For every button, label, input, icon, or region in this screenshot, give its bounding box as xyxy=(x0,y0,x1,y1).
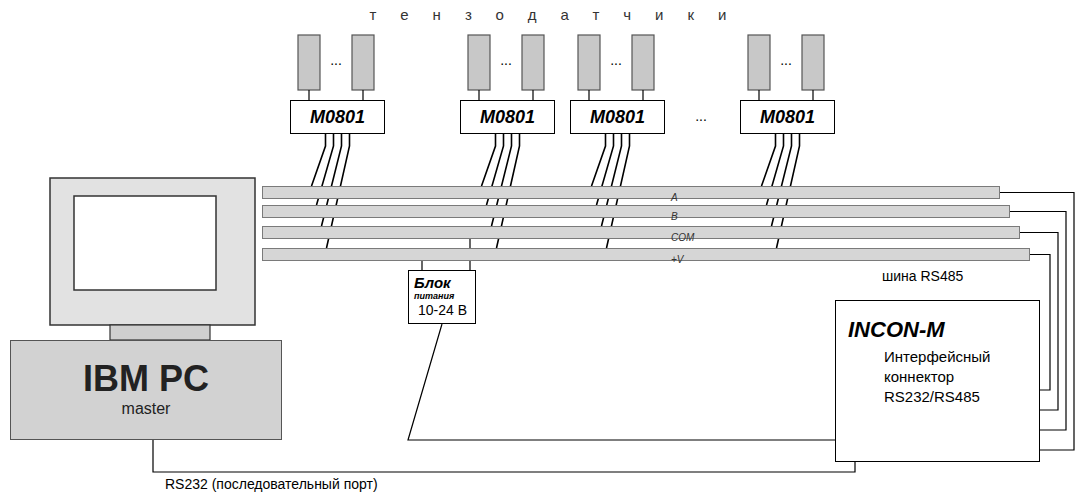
gauge-lead xyxy=(532,90,533,100)
node-text: M0801 xyxy=(465,106,550,128)
bus-band: A xyxy=(262,186,1000,199)
node-text: B xyxy=(671,211,678,222)
node-text: A xyxy=(671,192,678,203)
node-text: M0801 xyxy=(575,106,660,128)
strain-gauge xyxy=(352,35,374,90)
module-box: M0801 xyxy=(460,100,555,134)
node-text: master xyxy=(11,399,281,419)
module-box: M0801 xyxy=(740,100,835,134)
interface-connector-box: INCON-M Интерфейсный коннектор RS232/RS48… xyxy=(835,300,1040,462)
monitor-screen xyxy=(74,196,216,290)
edge-label: RS232 (последовательный порт) xyxy=(163,476,380,492)
ellipsis: ... xyxy=(681,108,721,124)
gauge-lead xyxy=(642,90,643,100)
module-box: M0801 xyxy=(290,100,385,134)
ellipsis: ... xyxy=(602,52,630,68)
strain-gauge xyxy=(578,35,600,90)
module-box: M0801 xyxy=(570,100,665,134)
node-text: M0801 xyxy=(295,106,380,128)
node-text: INCON-M xyxy=(848,317,1027,343)
gauge-lead xyxy=(758,90,759,100)
strain-gauge xyxy=(298,35,320,90)
strain-gauge xyxy=(802,35,824,90)
node-text: +V xyxy=(671,254,684,265)
monitor-stand xyxy=(110,325,210,340)
ellipsis: ... xyxy=(492,52,520,68)
node-text: питания xyxy=(414,291,467,301)
bus-label: шина RS485 xyxy=(882,268,963,284)
strain-gauge xyxy=(748,35,770,90)
strain-gauge xyxy=(468,35,490,90)
gauge-lead xyxy=(812,90,813,100)
node-text: Блок xyxy=(414,274,467,291)
power-supply-box: Блокпитания10-24 В xyxy=(408,270,476,324)
strain-gauge xyxy=(632,35,654,90)
gauge-lead xyxy=(308,90,309,100)
wire xyxy=(153,440,855,472)
ellipsis: ... xyxy=(772,52,800,68)
wire xyxy=(421,261,422,270)
gauge-lead xyxy=(588,90,589,100)
node-text: IBM PC xyxy=(11,359,281,399)
heading-label: тензодатчики xyxy=(280,6,840,23)
node-text: 10-24 В xyxy=(418,301,467,319)
node-text: COM xyxy=(671,232,694,243)
gauge-lead xyxy=(478,90,479,100)
node-text: Интерфейсный коннектор RS232/RS485 xyxy=(884,347,1024,407)
monitor-body xyxy=(50,178,255,325)
computer-box: IBM PCmaster xyxy=(10,340,282,440)
bus-band: B xyxy=(262,205,1010,218)
bus-band: COM xyxy=(262,226,1020,239)
strain-gauge xyxy=(522,35,544,90)
node-text: M0801 xyxy=(745,106,830,128)
wire xyxy=(408,324,835,440)
gauge-lead xyxy=(362,90,363,100)
ellipsis: ... xyxy=(322,52,350,68)
bus-band: +V xyxy=(262,248,1030,261)
